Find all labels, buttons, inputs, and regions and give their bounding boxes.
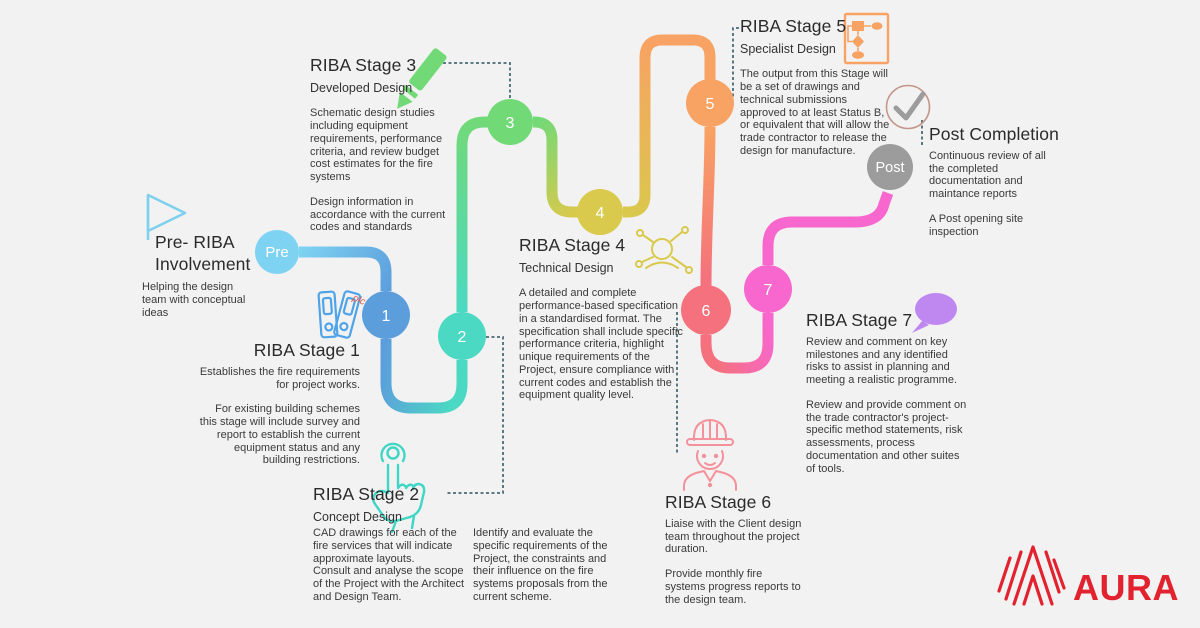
stage-paragraph: Continuous review of all the completed d… — [929, 149, 1046, 201]
path-segment-7-post — [762, 191, 894, 265]
stage-node-pre — [255, 230, 299, 274]
stage-subtitle: Technical Design — [519, 260, 614, 275]
stage-title: RIBA Stage 7 — [806, 310, 913, 330]
stage5-block: RIBA Stage 5 Specialist Design The outpu… — [740, 16, 890, 170]
touch-gesture-icon — [372, 442, 426, 534]
binders-icon — [317, 290, 362, 339]
connector-stage5 — [732, 27, 739, 97]
stage-node-label-6: 6 — [702, 303, 711, 320]
stage-paragraph: Helping the design team with conceptual … — [142, 281, 246, 319]
stage-paragraph: Schematic design studies including equip… — [310, 107, 443, 184]
flowchart-icon — [843, 12, 890, 65]
path-segment-4-5 — [623, 34, 716, 218]
stage-nodes: Pre 1 2 3 4 5 6 7 Post — [255, 79, 913, 360]
path-segment-1-2 — [380, 339, 468, 414]
stage-node-5 — [686, 79, 734, 127]
pre-riba-body: Helping the design team with conceptual … — [142, 281, 257, 331]
stage-title: RIBA Stage 2 — [313, 484, 420, 504]
stage-title: RIBA Stage 1 — [253, 340, 360, 360]
stage-node-1 — [362, 291, 410, 339]
speech-bubble-icon — [912, 293, 957, 333]
stage-title: RIBA Stage 4 — [519, 235, 626, 255]
path-segment-6-7 — [700, 313, 774, 374]
path-segment-3-4 — [533, 116, 578, 218]
stage-node-3 — [487, 99, 533, 145]
stage-paragraph: Provide monthly fire systems progress re… — [665, 568, 801, 606]
stage-node-7 — [744, 265, 792, 313]
stage4-block: RIBA Stage 4 Technical Design A detailed… — [519, 235, 685, 414]
stage-paragraph: Identify and evaluate the specific requi… — [473, 527, 608, 603]
stage7-block: RIBA Stage 7 Review and comment on key m… — [806, 310, 968, 487]
flag-icon — [146, 193, 187, 240]
stage-paragraph: The output from this Stage will be a set… — [740, 68, 890, 157]
stage-paragraph: Liaise with the Client design team throu… — [665, 517, 802, 556]
check-circle-icon — [885, 84, 931, 130]
connector-stage2 — [446, 336, 504, 494]
stage-node-label-pre: Pre — [265, 244, 288, 261]
stage-node-4 — [577, 189, 623, 235]
stage-node-label-7: 7 — [764, 282, 773, 299]
worker-icon — [683, 419, 737, 491]
stage3-block: RIBA Stage 3 Developed Design Schematic … — [310, 55, 462, 246]
stage-node-label-3: 3 — [506, 115, 515, 132]
timeline-path — [299, 34, 894, 414]
aura-logo-text: AURA — [1073, 567, 1179, 608]
path-segment-pre-1 — [299, 246, 392, 291]
stage-subtitle: Specialist Design — [740, 41, 836, 56]
stage-node-post — [867, 144, 913, 190]
stage-node-label-2: 2 — [458, 329, 467, 346]
stage2-column-1: CAD drawings for each of the fire servic… — [313, 527, 471, 616]
stage-subtitle: Developed Design — [310, 80, 413, 95]
stage-paragraph: Review and comment on key milestones and… — [806, 335, 958, 387]
stage-paragraph: For existing building schemes this stage… — [199, 403, 360, 467]
stage-node-label-5: 5 — [706, 96, 715, 113]
stage-node-label-post: Post — [875, 160, 904, 176]
post-completion-block: Post Completion Continuous review of all… — [929, 124, 1061, 250]
pre-riba-block: Pre- RIBA Involvement — [155, 232, 305, 280]
path-segment-2-3 — [456, 116, 488, 312]
stage6-block: RIBA Stage 6 Liaise with the Client desi… — [665, 492, 805, 618]
path-segment-5-6 — [700, 126, 716, 287]
stage-node-6 — [681, 285, 731, 335]
stage-title: Post Completion — [929, 124, 1059, 144]
network-person-icon — [635, 226, 693, 274]
stage-subtitle: Concept Design — [313, 509, 402, 524]
stage-node-label-1: 1 — [382, 308, 391, 325]
stage-paragraph: CAD drawings for each of the fire servic… — [313, 527, 465, 603]
stage2-block: RIBA Stage 2 Concept Design — [313, 484, 483, 536]
stage1-block: RIBA Stage 1 Establishes the fire requir… — [198, 340, 360, 479]
stage-paragraph: Design information in accordance with th… — [310, 195, 446, 234]
stage-title: RIBA Stage 6 — [665, 492, 772, 512]
stage-node-2 — [438, 312, 486, 360]
stage-title: RIBA Stage 3 — [310, 55, 417, 75]
stage-paragraph: A detailed and complete performance-base… — [519, 287, 683, 402]
aura-logo-mark — [997, 545, 1066, 606]
stage2-column-2: Identify and evaluate the specific requi… — [473, 527, 623, 616]
connector-stage3 — [443, 62, 511, 99]
pencil-icon — [397, 48, 447, 109]
stage-paragraph: Establishes the fire requirements for pr… — [199, 365, 360, 391]
stage-title: Pre- RIBA Involvement — [155, 232, 251, 274]
stage-title: RIBA Stage 5 — [740, 16, 847, 36]
stage-paragraph: Review and provide comment on the trade … — [806, 398, 967, 475]
dashed-connectors — [443, 27, 923, 494]
stage-paragraph: A Post opening site inspection — [929, 212, 1024, 238]
stage-node-label-4: 4 — [596, 205, 605, 222]
